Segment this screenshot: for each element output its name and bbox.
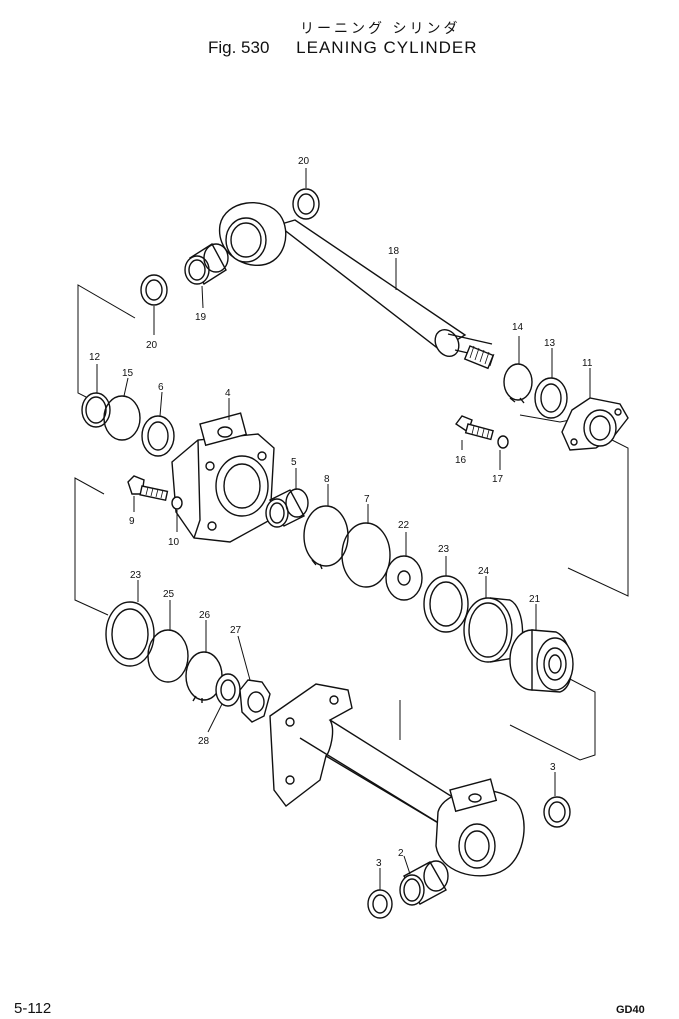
- callout-15: 15: [122, 368, 134, 379]
- page-code: 5-112: [14, 1000, 52, 1017]
- dust-seal-20-upper: [292, 188, 320, 220]
- callout-5: 5: [291, 457, 297, 468]
- callout-labels: 20 20 19 18 14 13 11 12 15 6 4 16 17 9 1…: [89, 156, 593, 869]
- callout-20-upper: 20: [298, 156, 310, 167]
- o-ring-7: [341, 522, 391, 588]
- ring-12: [81, 392, 111, 428]
- callout-19: 19: [195, 312, 207, 323]
- callout-3-right: 3: [550, 762, 556, 773]
- callout-9: 9: [129, 516, 135, 527]
- callout-12: 12: [89, 352, 101, 363]
- group-bracket-lines: [74, 284, 629, 761]
- callout-22: 22: [398, 520, 410, 531]
- o-ring-25: [147, 629, 189, 683]
- dust-seal-3-left: [367, 889, 393, 919]
- callout-23-upper: 23: [438, 544, 450, 555]
- bolt-9: [127, 475, 169, 502]
- rod-seal-13: [534, 377, 568, 419]
- cylinder-cap-11: [561, 397, 629, 451]
- figure-name: LEANING CYLINDER: [296, 38, 478, 57]
- dust-seal-3-right: [543, 796, 571, 828]
- wear-ring-23-upper: [423, 575, 469, 633]
- model-code: GD40: [616, 1004, 645, 1016]
- callout-16: 16: [455, 455, 467, 466]
- snap-ring-14: [503, 363, 533, 404]
- washer-10: [171, 496, 183, 510]
- shim-22: [385, 555, 423, 601]
- callout-17: 17: [492, 474, 504, 485]
- callout-27: 27: [230, 625, 242, 636]
- cylinder-tube-1: [269, 683, 525, 877]
- washer-28: [215, 673, 241, 707]
- callout-20-lower: 20: [146, 340, 158, 351]
- bushing-19: [184, 243, 229, 285]
- callout-10: 10: [168, 537, 180, 548]
- callout-6: 6: [158, 382, 164, 393]
- callout-21: 21: [529, 594, 541, 605]
- piston-rod-18: [218, 201, 495, 370]
- bolt-16: [454, 415, 494, 441]
- o-ring-15: [103, 395, 141, 441]
- callout-14: 14: [512, 322, 524, 333]
- dust-seal-20-lower: [140, 274, 168, 306]
- japanese-title: リーニング シリンダ: [300, 21, 461, 37]
- callout-26: 26: [199, 610, 211, 621]
- piston-21: [509, 629, 574, 693]
- callout-11: 11: [582, 358, 593, 369]
- callout-13: 13: [544, 338, 556, 349]
- callout-2: 2: [398, 848, 404, 859]
- leader-lines: [96, 168, 591, 890]
- callout-18: 18: [388, 246, 400, 257]
- snap-ring-8: [303, 505, 349, 570]
- figure-number: Fig. 530: [208, 38, 270, 57]
- nut-27: [239, 679, 271, 723]
- bushing-2: [399, 860, 449, 906]
- washer-17: [497, 435, 509, 449]
- callout-24: 24: [478, 566, 490, 577]
- cylinder-head-4: [171, 412, 275, 543]
- seal-6: [141, 415, 175, 457]
- figure-title: Fig. 530 LEANING CYLINDER: [208, 38, 478, 58]
- callout-28: 28: [198, 736, 210, 747]
- callout-3-left: 3: [376, 858, 382, 869]
- callout-25: 25: [163, 589, 175, 600]
- callout-23-lower: 23: [130, 570, 142, 581]
- callout-7: 7: [364, 494, 370, 505]
- callout-4: 4: [225, 388, 231, 399]
- bushing-5: [265, 488, 309, 528]
- callout-8: 8: [324, 474, 330, 485]
- wear-ring-23-lower: [105, 601, 155, 667]
